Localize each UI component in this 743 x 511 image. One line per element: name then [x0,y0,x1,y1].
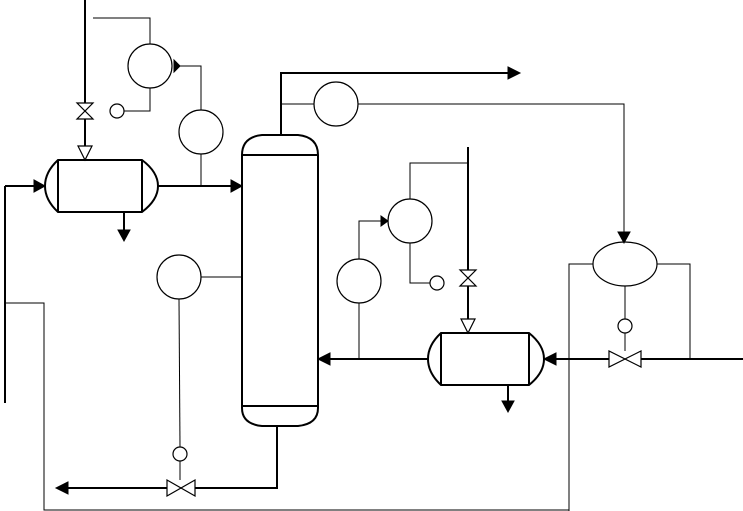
positioner-right [429,275,445,291]
instrument-controller-top-left [127,43,173,89]
arrow-bottoms-out [54,481,69,495]
instrument-transmitter-right [336,258,382,304]
arrow-to-flash [617,231,631,245]
arrow-drain-top [117,229,131,243]
control-valve-right [458,269,478,287]
arrow-into-top-exchanger [77,145,93,162]
process-pipes [4,0,743,489]
positioner-top-left [109,103,125,119]
arrow-overhead-out [507,66,522,80]
instrument-controller-right [387,198,433,244]
distillation-column [241,134,319,427]
flash-drum [592,241,658,287]
instrument-column-level [156,254,202,300]
feed-preheater [426,332,546,386]
arrow-signal-right [380,215,389,227]
overhead-exchanger [43,159,160,213]
control-valve-bottoms [166,478,196,498]
arrow-into-preheater [542,352,557,366]
instrument-overhead [313,81,359,127]
arrow-drain-bottom [501,400,515,414]
arrow-into-column [316,352,331,366]
positioner-flash [617,318,633,334]
flow-arrows [33,58,631,495]
arrow-into-bottom-exchanger [460,318,476,335]
control-valve-feed [608,350,642,368]
positioner-bottom [172,446,188,462]
instrument-transmitter-left [178,109,224,155]
control-valve-top-left [75,102,95,120]
arrow-feed-in [33,179,47,193]
arrow-signal-top [173,58,181,74]
arrow-to-column [230,179,244,193]
signal-lines [5,17,691,511]
